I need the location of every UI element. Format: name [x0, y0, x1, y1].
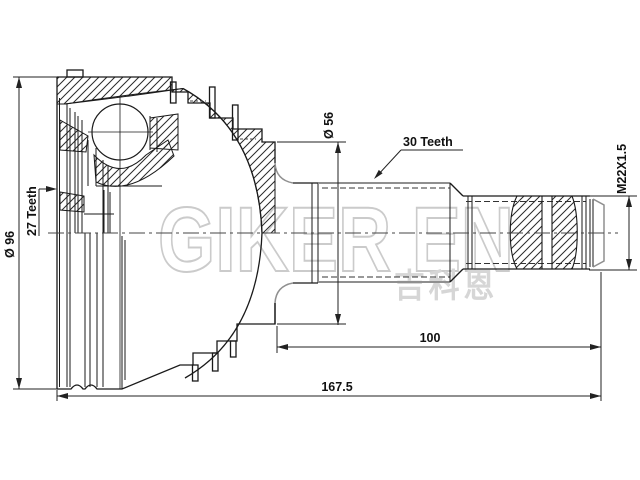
- label-167-5: 167.5: [321, 380, 352, 394]
- lock-nut-section: [509, 195, 578, 270]
- watermark-brand-cn-text: 吉科恩: [394, 267, 498, 304]
- fillet-top: [274, 162, 294, 184]
- dimension-30-teeth: [374, 149, 463, 179]
- cone-step-dashes: [190, 100, 256, 140]
- label-dia-56: Ø 56: [322, 112, 336, 139]
- dimensions: [13, 76, 637, 401]
- fillet-bottom: [274, 282, 294, 304]
- dimension-dia-96: [13, 76, 57, 390]
- label-30-teeth: 30 Teeth: [403, 135, 453, 149]
- dimension-167-5: [56, 390, 601, 401]
- outer-race-outline: [56, 69, 276, 390]
- dimension-thread: [589, 195, 637, 271]
- dimension-dia-56: [277, 141, 346, 325]
- label-27-teeth: 27 Teeth: [25, 186, 39, 236]
- dimension-27-teeth: [38, 186, 57, 236]
- boot-groove-lines: [59, 98, 126, 389]
- dimension-100: [276, 272, 602, 401]
- label-100: 100: [420, 331, 441, 345]
- label-thread: M22X1.5: [615, 144, 629, 194]
- watermark-brand-text: GIKER EN: [158, 189, 514, 291]
- ball-and-cage: [64, 88, 184, 389]
- watermark: GIKER EN 吉科恩: [157, 188, 515, 304]
- dimension-labels: Ø 96 27 Teeth Ø 56 30 Teeth M22X1.5 100 …: [3, 112, 629, 394]
- label-dia-96: Ø 96: [3, 231, 17, 258]
